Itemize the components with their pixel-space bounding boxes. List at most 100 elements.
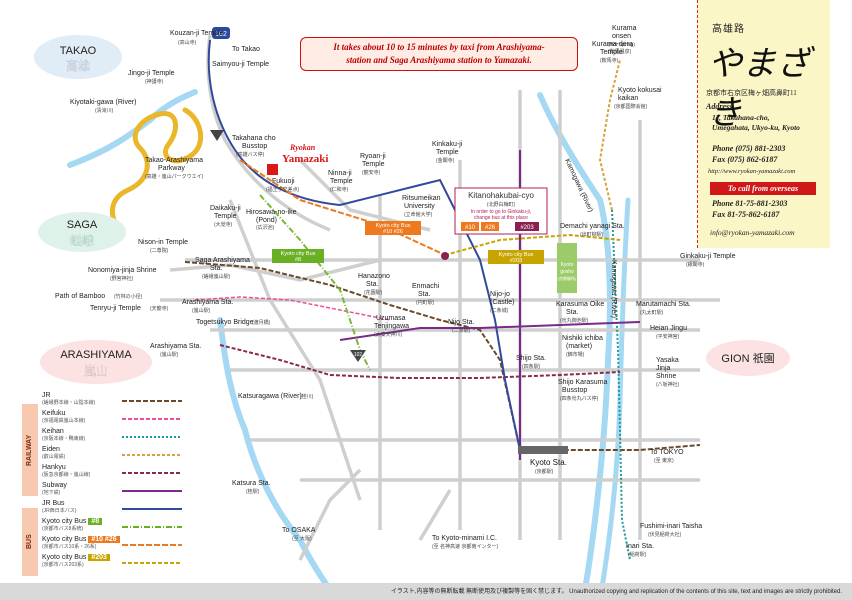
legend-keifuku: Keifuku(京福電鉄嵐山本線) <box>42 410 86 424</box>
svg-text:Kiyotaki-gawa (River): Kiyotaki-gawa (River) <box>70 99 137 106</box>
svg-text:Ryoan-ji: Ryoan-ji <box>360 153 386 160</box>
svg-text:change bus at this place: change bus at this place <box>474 215 528 221</box>
svg-text:Nishiki ichiba: Nishiki ichiba <box>562 335 603 342</box>
city-bus-10-26-badge: Kyoto city Bus #10 #26 <box>365 221 421 235</box>
city-bus-203-badge: Kyoto city Bus #203 <box>488 250 544 264</box>
svg-text:#203: #203 <box>510 258 522 264</box>
keifuku-line <box>194 296 391 321</box>
svg-text:Kitanohakubai-cyo: Kitanohakubai-cyo <box>468 191 534 200</box>
region-gion: GION 祇園 <box>706 340 790 376</box>
svg-text:Hirosawa-no-ike: Hirosawa-no-ike <box>246 209 297 216</box>
svg-text:Yamazaki: Yamazaki <box>282 153 328 165</box>
address: 11, Takahana-cho, Umegahata, Ukyo-ku, Ky… <box>712 113 830 133</box>
svg-text:Kyoto: Kyoto <box>561 262 574 268</box>
svg-text:(京都国際会館): (京都国際会館) <box>614 103 648 110</box>
svg-text:SAGA: SAGA <box>67 219 98 231</box>
svg-text:(八坂神社): (八坂神社) <box>656 381 680 388</box>
legend-jr: JR(嵯峨野本線・山陰本線) <box>42 392 96 406</box>
svg-text:Katsuragawa (River): Katsuragawa (River) <box>238 393 302 400</box>
svg-text:(出町柳駅): (出町柳駅) <box>580 231 604 238</box>
svg-text:(稲荷駅): (稲荷駅) <box>628 551 647 558</box>
svg-text:(二尊院): (二尊院) <box>150 247 169 254</box>
city-bus-10-26-line <box>239 159 446 256</box>
svg-text:In order to go to Ginkaku-ji,: In order to go to Ginkaku-ji, <box>471 209 531 215</box>
svg-text:Uzumasa: Uzumasa <box>376 315 406 322</box>
route-162-badge: 162 <box>212 27 230 39</box>
svg-text:Arashiyama Sta.: Arashiyama Sta. <box>150 343 201 350</box>
svg-text:To OSAKA: To OSAKA <box>282 527 316 534</box>
address-line1: 11, Takahana-cho, <box>712 113 770 122</box>
legend-swatches <box>122 400 182 564</box>
svg-text:(金閣寺): (金閣寺) <box>436 157 455 164</box>
svg-text:Kinkaku-ji: Kinkaku-ji <box>432 141 463 148</box>
address-jp: 京都市右京区梅ヶ畑高鼻町11 <box>706 89 797 97</box>
svg-text:#203: #203 <box>520 225 534 231</box>
svg-text:Kyoto city Bus: Kyoto city Bus <box>499 252 534 258</box>
svg-text:Arashiyama Sta.: Arashiyama Sta. <box>182 299 233 306</box>
svg-text:(伏見稲荷大社): (伏見稲荷大社) <box>648 531 682 538</box>
svg-text:(Pond): (Pond) <box>256 217 277 224</box>
svg-text:(天龍寺): (天龍寺) <box>150 305 169 312</box>
svg-text:Sta.: Sta. <box>210 265 223 272</box>
katsura-river <box>217 317 333 593</box>
svg-text:Parkway: Parkway <box>158 165 185 172</box>
svg-text:嵐山: 嵐山 <box>84 364 108 378</box>
svg-text:Temple: Temple <box>436 149 459 156</box>
svg-text:Saimyou-ji Temple: Saimyou-ji Temple <box>212 61 269 68</box>
svg-text:(market): (market) <box>566 343 592 350</box>
svg-text:Shijo Sta.: Shijo Sta. <box>516 355 546 362</box>
legend-hankyu: Hankyu(阪急京都線・嵐山線) <box>42 464 91 478</box>
svg-text:Sta.: Sta. <box>566 309 579 316</box>
svg-text:Kyoto city Bus: Kyoto city Bus <box>376 223 411 229</box>
region-takao: TAKAO 高雄 <box>34 35 122 79</box>
svg-text:Yasaka: Yasaka <box>656 357 679 364</box>
taxi-notice-line1: It takes about 10 to 15 minutes by taxi … <box>333 42 545 52</box>
svg-text:(高雄・嵐山パークウエイ): (高雄・嵐山パークウエイ) <box>145 173 204 180</box>
svg-text:Temple: Temple <box>214 213 237 220</box>
region-saga: SAGA 嵯峨 <box>38 212 126 252</box>
kyoto-gosho: Kyoto gosho (京都御所) <box>557 243 577 293</box>
svg-text:(二条駅): (二条駅) <box>452 327 471 334</box>
svg-text:Inari Sta.: Inari Sta. <box>626 543 654 550</box>
taxi-notice-line2: station and Saga Arashiyama station to Y… <box>346 55 532 65</box>
phone[interactable]: Phone (075) 881-2303 <box>712 144 786 153</box>
svg-text:(高雄バス停): (高雄バス停) <box>236 151 265 158</box>
svg-text:(Hot Spring): (Hot Spring) <box>608 42 635 48</box>
svg-text:Tenryu-ji Temple: Tenryu-ji Temple <box>90 305 141 312</box>
email-link[interactable]: info@ryokan-yamazaki.com <box>710 228 795 237</box>
svg-text:Nonomiya-jinja Shrine: Nonomiya-jinja Shrine <box>88 267 157 274</box>
phone-fax: Phone (075) 881-2303 Fax (075) 862-6187 <box>712 143 785 165</box>
svg-text:(至 大阪): (至 大阪) <box>292 535 312 542</box>
svg-text:Nijo-jo: Nijo-jo <box>490 291 510 298</box>
svg-text:(平安神宮): (平安神宮) <box>656 333 680 340</box>
svg-text:Ritsumeikan: Ritsumeikan <box>402 195 441 202</box>
svg-text:Ninna-ji: Ninna-ji <box>328 170 352 177</box>
eiden-line <box>598 59 621 211</box>
svg-text:(仁和寺): (仁和寺) <box>330 186 349 193</box>
svg-text:Jingo-ji Temple: Jingo-ji Temple <box>128 70 175 77</box>
svg-text:#8: #8 <box>295 257 301 263</box>
svg-text:(嵐山駅): (嵐山駅) <box>192 307 211 314</box>
svg-text:Saga Arashiyama: Saga Arashiyama <box>195 257 250 264</box>
address-heading: Address <box>706 102 733 111</box>
fax: Fax (075) 862-6187 <box>712 155 778 164</box>
svg-text:TAKAO: TAKAO <box>60 45 97 57</box>
kitanohakubai-info-box: Kitanohakubai-cyo (北野白梅町) In order to go… <box>441 187 548 260</box>
svg-text:(至 名神高速 京都南インター): (至 名神高速 京都南インター) <box>432 543 498 550</box>
svg-text:GION 祇園: GION 祇園 <box>721 352 774 365</box>
city-bus-203-line <box>444 233 621 256</box>
route-102-badge: 102 <box>350 350 366 362</box>
svg-text:Tenjingawa: Tenjingawa <box>374 323 409 330</box>
svg-text:Kyoto city Bus: Kyoto city Bus <box>281 251 316 257</box>
route-162-marker <box>210 130 224 141</box>
svg-text:Nison-in Temple: Nison-in Temple <box>138 239 188 246</box>
svg-text:Shijo Karasuma: Shijo Karasuma <box>558 379 608 386</box>
svg-text:Jinja: Jinja <box>656 365 671 372</box>
ryokan-yamazaki-marker[interactable]: Ryokan Yamazaki <box>267 143 328 175</box>
takao-arashiyama-parkway <box>110 107 204 235</box>
svg-text:102: 102 <box>354 352 363 358</box>
svg-text:kaikan: kaikan <box>618 95 638 102</box>
region-arashiyama: ARASHIYAMA 嵐山 <box>40 340 152 384</box>
intl-phone[interactable]: Phone 81-75-881-2303 <box>712 199 788 208</box>
website-link[interactable]: http://www.ryokan-yamazaki.com <box>708 168 796 175</box>
